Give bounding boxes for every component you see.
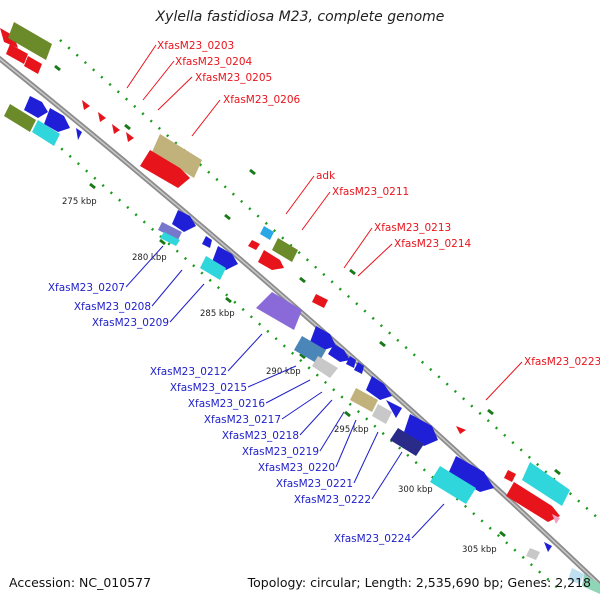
gene-feature xyxy=(272,238,298,262)
gene-feature xyxy=(552,514,560,524)
gene-feature xyxy=(248,240,260,250)
gene-feature xyxy=(350,388,378,412)
gene-feature xyxy=(568,568,584,584)
kbp-label: 280 kbp xyxy=(132,253,167,263)
gene-feature xyxy=(160,232,180,246)
reverse-gene-labels: XfasM23_0207 XfasM23_0208 XfasM23_0209 X… xyxy=(48,282,412,545)
gene-feature xyxy=(506,482,560,522)
gene-feature xyxy=(258,250,284,270)
gene-label: XfasM23_0203 xyxy=(157,40,234,52)
gene-feature xyxy=(152,134,202,178)
gene-feature xyxy=(504,470,516,482)
gene-label: XfasM23_0209 xyxy=(92,317,169,329)
gene-feature xyxy=(522,462,570,506)
gene-label: XfasM23_0207 xyxy=(48,282,125,294)
gene-label: XfasM23_0211 xyxy=(332,186,409,198)
forward-genes xyxy=(0,22,570,524)
gene-feature xyxy=(354,362,364,374)
gene-label: XfasM23_0212 xyxy=(150,366,227,378)
gene-feature xyxy=(24,56,42,74)
kbp-label: 285 kbp xyxy=(200,309,235,319)
gene-feature xyxy=(24,96,48,118)
gene-label: XfasM23_0221 xyxy=(276,478,353,490)
gene-feature xyxy=(172,210,196,232)
gene-feature xyxy=(112,124,120,134)
dotted-track-inner xyxy=(19,111,561,591)
dotted-track-outer xyxy=(59,39,600,521)
gene-feature xyxy=(202,236,212,248)
gene-label: adk xyxy=(316,170,336,182)
gene-feature xyxy=(346,356,356,368)
gene-label: XfasM23_0219 xyxy=(242,446,319,458)
gene-feature xyxy=(82,100,90,110)
reverse-genes xyxy=(4,96,600,594)
gene-feature xyxy=(526,548,540,560)
gene-feature xyxy=(98,112,106,122)
gene-feature xyxy=(8,22,52,60)
map-title: Xylella fastidiosa M23, complete genome xyxy=(155,9,445,25)
gene-feature xyxy=(390,428,424,456)
gene-label: XfasM23_0206 xyxy=(223,94,301,106)
gene-feature xyxy=(32,120,60,146)
gene-feature xyxy=(260,226,274,240)
gene-label: XfasM23_0214 xyxy=(394,238,472,250)
kbp-label: 275 kbp xyxy=(62,197,97,207)
forward-gene-labels: XfasM23_0203 XfasM23_0204 XfasM23_0205 X… xyxy=(157,40,600,368)
gene-feature xyxy=(312,356,338,378)
gene-feature xyxy=(140,150,190,188)
gene-label: XfasM23_0205 xyxy=(195,72,272,84)
gene-label: XfasM23_0204 xyxy=(175,56,253,68)
gene-feature xyxy=(448,456,494,492)
gene-feature xyxy=(6,44,28,64)
gene-feature xyxy=(366,376,392,400)
gene-feature xyxy=(126,132,134,142)
gene-feature xyxy=(372,404,392,424)
kbp-label: 300 kbp xyxy=(398,485,433,495)
gene-feature xyxy=(256,292,302,330)
gene-feature xyxy=(200,256,226,280)
gene-feature xyxy=(430,466,476,504)
gene-label: XfasM23_0220 xyxy=(258,462,335,474)
gene-label: XfasM23_0224 xyxy=(334,533,412,545)
gene-feature xyxy=(310,326,336,350)
gene-label: XfasM23_0217 xyxy=(204,414,281,426)
forward-leader-lines xyxy=(126,44,523,401)
gene-feature xyxy=(4,104,36,132)
gene-feature xyxy=(76,128,82,140)
gene-feature xyxy=(328,344,350,362)
gene-label: XfasM23_0213 xyxy=(374,222,451,234)
gene-label: XfasM23_0218 xyxy=(222,430,299,442)
gene-feature xyxy=(582,574,600,594)
gene-label: XfasM23_0208 xyxy=(74,301,151,313)
gene-feature xyxy=(44,108,70,132)
kbp-label: 305 kbp xyxy=(462,545,497,555)
gene-feature xyxy=(158,222,182,240)
gene-label: XfasM23_0223 xyxy=(524,356,600,368)
accession-text: Accession: NC_010577 xyxy=(9,575,152,590)
gene-label: XfasM23_0222 xyxy=(294,494,371,506)
gene-label: XfasM23_0215 xyxy=(170,382,247,394)
gene-feature xyxy=(456,426,466,434)
gene-feature xyxy=(386,400,402,418)
gene-feature xyxy=(312,294,328,308)
gene-feature xyxy=(544,542,552,552)
topology-text: Topology: circular; Length: 2,535,690 bp… xyxy=(247,575,591,590)
gene-label: XfasM23_0216 xyxy=(188,398,266,410)
reverse-leader-lines xyxy=(125,245,445,539)
gene-feature xyxy=(404,414,438,446)
